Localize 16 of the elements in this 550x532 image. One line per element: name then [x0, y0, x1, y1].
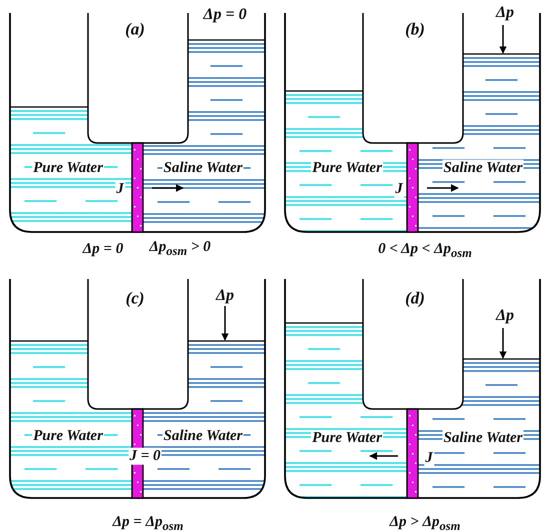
condition-label: Δp$_{osm}$ > 0: [149, 239, 211, 259]
pressure-label: Δp: [216, 287, 234, 305]
pressure-label: Δp: [496, 4, 514, 22]
panel-label: (d): [405, 290, 425, 308]
flux-label: J = 0: [128, 448, 162, 464]
condition-label: 0 < Δp < Δp$_{osm}$: [378, 241, 472, 261]
panel-label: (a): [125, 20, 145, 40]
flux-label: J: [394, 180, 404, 198]
pressure-label: Δp = 0: [203, 6, 247, 24]
panel-label: (c): [126, 290, 144, 308]
flux-label: J: [424, 450, 434, 466]
condition-label: Δp = Δp$_{osm}$: [112, 514, 184, 532]
condition-label: Δp = 0: [82, 240, 124, 258]
pressure-label: Δp: [496, 307, 514, 325]
condition-label: Δp > Δp$_{osm}$: [390, 514, 460, 532]
panel-label: (b): [405, 20, 425, 40]
